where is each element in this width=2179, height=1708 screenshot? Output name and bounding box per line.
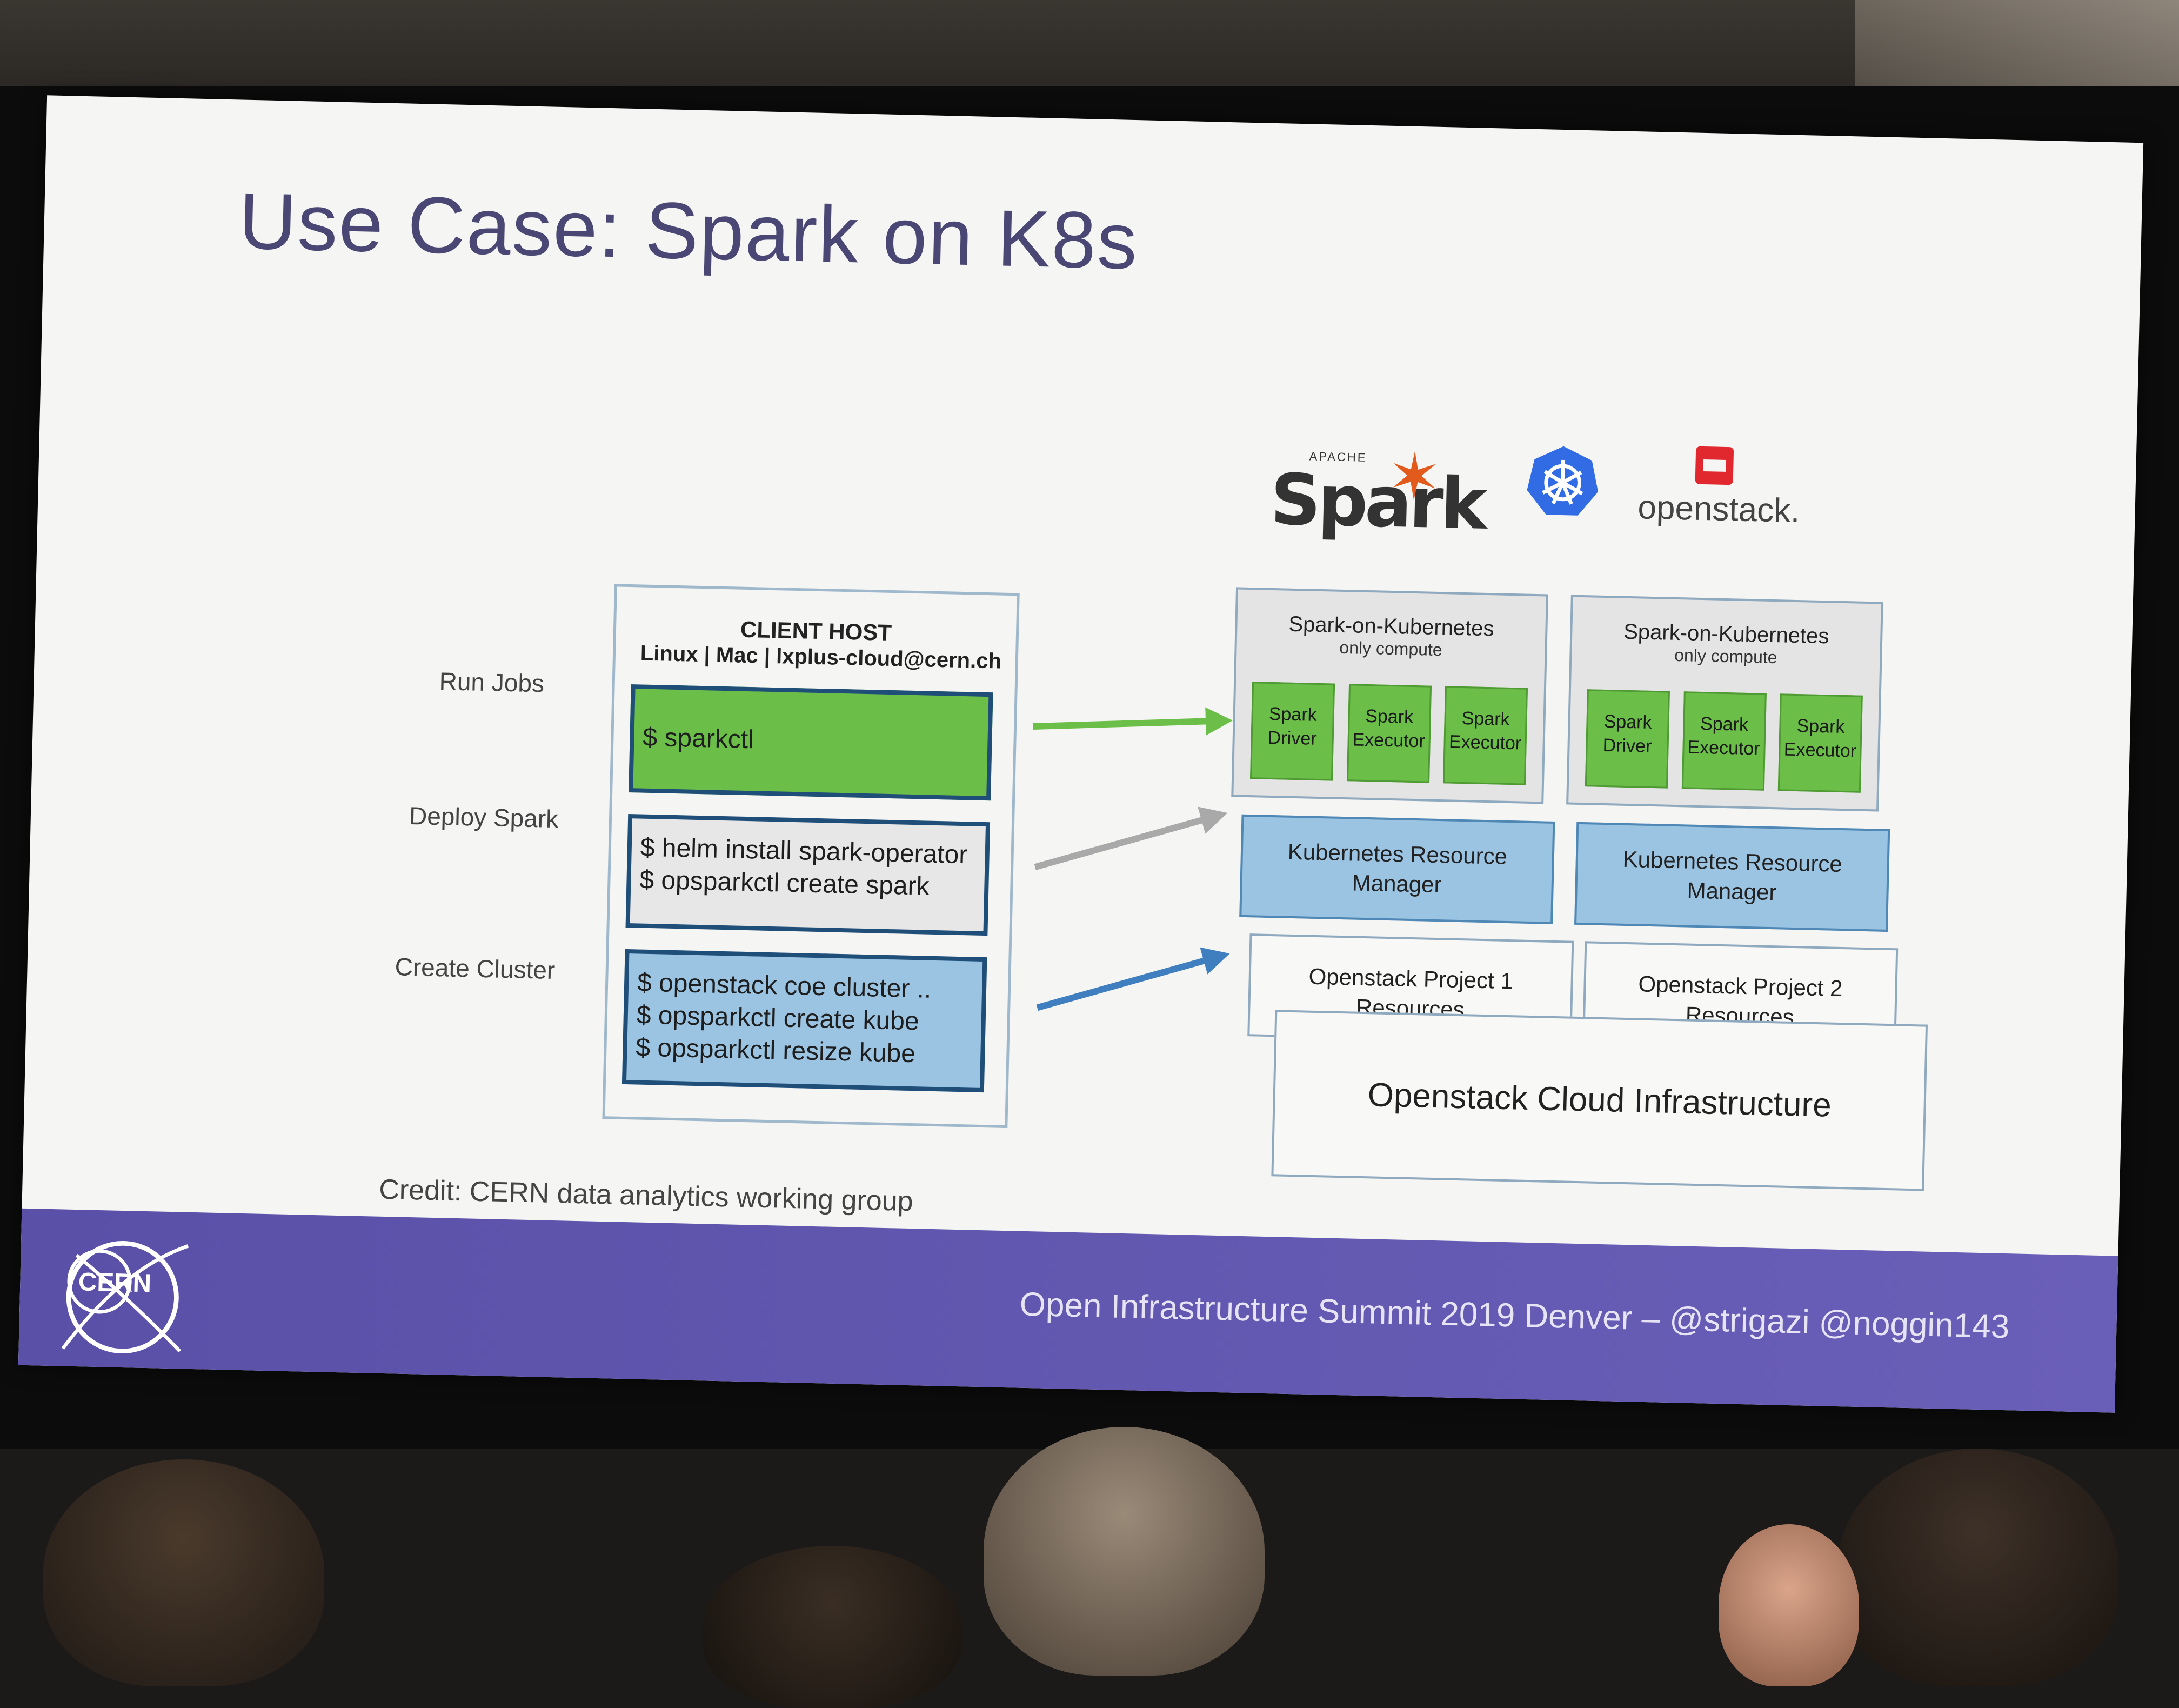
apache-spark-logo: APACHE Spark ✶ <box>1269 437 1485 545</box>
deploy-spark-command-box: $ helm install spark-operator $ opsparkc… <box>625 814 991 936</box>
command-line: $ sparkctl <box>642 723 754 755</box>
openstack-mark-icon <box>1695 446 1734 485</box>
svg-text:CERN: CERN <box>78 1267 151 1298</box>
cern-logo-icon: CERN <box>61 1241 189 1354</box>
openstack-wordmark: openstack. <box>1637 489 1801 530</box>
arrow-run-jobs-icon <box>1032 718 1212 730</box>
slide-credit: Credit: CERN data analytics working grou… <box>378 1173 914 1218</box>
audience-head <box>703 1546 962 1708</box>
row-label-create-cluster: Create Cluster <box>395 952 556 985</box>
run-jobs-command-box: $ sparkctl <box>629 684 993 801</box>
row-label-deploy-spark: Deploy Spark <box>409 801 559 833</box>
audience-head <box>43 1459 324 1686</box>
openstack-cloud-infrastructure: Openstack Cloud Infrastructure <box>1271 1010 1928 1191</box>
openstack-logo: openstack. <box>1637 434 1801 546</box>
row-label-run-jobs: Run Jobs <box>439 667 545 698</box>
presentation-slide: Use Case: Spark on K8s APACHE Spark ✶ op… <box>18 95 2144 1413</box>
audience-head <box>984 1427 1265 1676</box>
arrow-create-cluster-icon <box>1036 956 1210 1011</box>
audience-head <box>1837 1449 2118 1686</box>
kubernetes-logo-icon <box>1527 446 1599 516</box>
spark-star-icon: ✶ <box>1386 440 1442 514</box>
slide-title: Use Case: Spark on K8s <box>238 176 1139 286</box>
logo-row: APACHE Spark ✶ openstack. <box>1269 426 1867 558</box>
footer-text: Open Infrastructure Summit 2019 Denver –… <box>1019 1285 2010 1346</box>
audience-hand <box>1719 1524 1859 1686</box>
arrow-deploy-spark-icon <box>1034 816 1208 870</box>
client-host-box: CLIENT HOST Linux | Mac | lxplus-cloud@c… <box>602 584 1020 1129</box>
create-cluster-command-box: $ openstack coe cluster .. $ opsparkctl … <box>621 949 987 1093</box>
command-line: $ opsparkctl create spark <box>639 865 930 901</box>
spark-wordmark: Spark <box>1269 458 1485 545</box>
slide-footer: CERN Open Infrastructure Summit 2019 Den… <box>18 1208 2118 1413</box>
command-line: $ opsparkctl resize kube <box>635 1033 916 1069</box>
